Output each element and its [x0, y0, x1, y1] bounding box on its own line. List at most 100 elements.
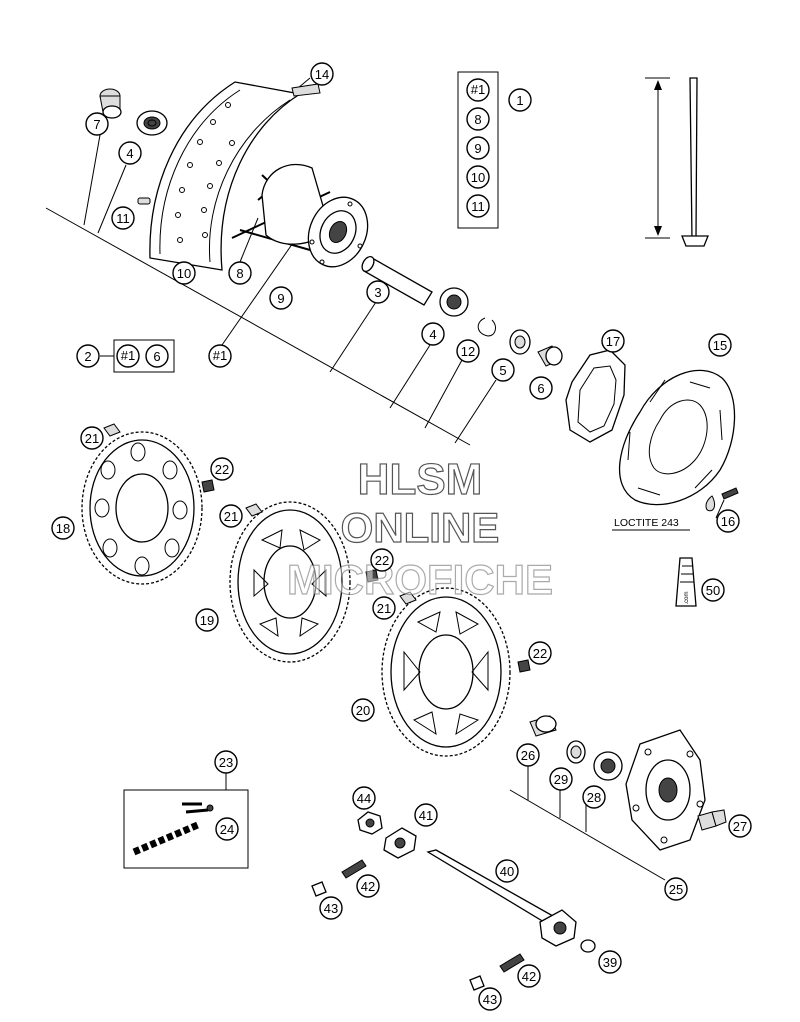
- callout-21-c: 21: [372, 596, 396, 620]
- chain-adjuster-41: [383, 827, 417, 859]
- spoke-dimension: [645, 77, 709, 247]
- svg-text:5: 5: [499, 363, 506, 378]
- svg-text:21: 21: [85, 431, 99, 446]
- callout-44: 44: [352, 786, 376, 810]
- svg-text:10: 10: [471, 170, 485, 185]
- leader-lines: [45, 77, 725, 881]
- nut-22-c: [517, 659, 531, 673]
- watermark-line2: ONLINE: [341, 504, 500, 551]
- svg-text:#1: #1: [471, 82, 485, 97]
- callout-20: 20: [351, 698, 375, 722]
- callout-11: 11: [111, 206, 135, 230]
- svg-text:26: 26: [521, 748, 535, 763]
- watermark-line3: MICROFICHE: [287, 556, 553, 603]
- svg-text:21: 21: [377, 601, 391, 616]
- svg-text:27: 27: [733, 819, 747, 834]
- callout-15: 15: [708, 333, 732, 357]
- seal-5: [509, 329, 531, 355]
- adjuster-nut-43-a: [311, 881, 327, 897]
- svg-text:6: 6: [537, 381, 544, 396]
- callout-6: 6: [529, 376, 553, 400]
- sprocket-19: [229, 501, 351, 663]
- svg-text:1: 1: [516, 93, 523, 108]
- svg-text:22: 22: [533, 646, 547, 661]
- svg-text:44: 44: [357, 791, 371, 806]
- callout-box2-h1: #1: [116, 344, 140, 368]
- screw-11: [137, 197, 151, 205]
- svg-text:25: 25: [669, 882, 683, 897]
- callout-10: 10: [172, 261, 196, 285]
- bearing-4-right: [439, 287, 469, 317]
- callout-9: 9: [269, 286, 293, 310]
- spacer-7: [99, 88, 122, 119]
- callout-3: 3: [366, 280, 390, 304]
- svg-text:42: 42: [361, 879, 375, 894]
- callout-16: 16: [716, 509, 740, 533]
- callout-25: 25: [664, 877, 688, 901]
- svg-text:24: 24: [220, 822, 234, 837]
- nut-22-a: [201, 479, 215, 493]
- callout-21-b: 21: [219, 504, 243, 528]
- callout-43-b: 43: [478, 987, 502, 1011]
- callout-24: 24: [215, 817, 239, 841]
- callout-12: 12: [456, 339, 480, 363]
- bolt-21-a: [103, 423, 121, 437]
- svg-text:9: 9: [474, 141, 481, 156]
- callout-22-b: 22: [370, 548, 394, 572]
- chain-kit-box: [123, 789, 249, 869]
- svg-text:8: 8: [236, 266, 243, 281]
- svg-text:#1: #1: [121, 348, 135, 363]
- adjuster-bolt-42-b: [499, 953, 525, 973]
- svg-text:43: 43: [324, 901, 338, 916]
- assembly-box-1: [457, 71, 499, 229]
- sprocket-carrier-25: [625, 729, 706, 851]
- callout-43-a: 43: [319, 896, 343, 920]
- svg-text:15: 15: [713, 338, 727, 353]
- callout-41: 41: [414, 803, 438, 827]
- callout-18: 18: [51, 516, 75, 540]
- screw-16: [705, 487, 739, 512]
- svg-text:7: 7: [93, 117, 100, 132]
- callout-box2-6: 6: [145, 344, 169, 368]
- callout-26: 26: [516, 743, 540, 767]
- callout-28: 28: [582, 785, 606, 809]
- nut-44: [357, 811, 383, 835]
- callout-42-b: 42: [517, 964, 541, 988]
- svg-text:17: 17: [606, 334, 620, 349]
- callout-17: 17: [601, 329, 625, 353]
- adjuster-bolt-42-a: [341, 859, 367, 879]
- svg-text:22: 22: [375, 553, 389, 568]
- svg-text:9: 9: [277, 291, 284, 306]
- rim-part: [149, 81, 321, 271]
- svg-text:11: 11: [471, 199, 485, 214]
- damper-27: [697, 809, 727, 831]
- callout-21-a: 21: [80, 426, 104, 450]
- rear-axle-40: [426, 849, 577, 947]
- svg-text:42: 42: [522, 969, 536, 984]
- svg-text:29: 29: [554, 772, 568, 787]
- callout-8: 8: [228, 261, 252, 285]
- svg-text:23: 23: [219, 755, 233, 770]
- svg-text:18: 18: [56, 521, 70, 536]
- callout-23: 23: [214, 750, 238, 774]
- callout-7: 7: [85, 112, 109, 136]
- callout-h1: #1: [208, 344, 232, 368]
- callout-50: 50: [701, 578, 725, 602]
- spacer-6: [537, 345, 563, 367]
- svg-text:40: 40: [500, 864, 514, 879]
- svg-text:41: 41: [419, 808, 433, 823]
- watermark: HLSM ONLINE MICROFICHE: [286, 454, 553, 603]
- bearing-4-left: [136, 110, 168, 136]
- callout-4-left: 4: [118, 141, 142, 165]
- svg-text:12: 12: [461, 344, 475, 359]
- callout-box1-8: 8: [466, 107, 490, 131]
- callout-27: 27: [728, 814, 752, 838]
- disc-carrier-17: [565, 349, 626, 443]
- tube-label: .com: [684, 591, 690, 604]
- nut-22-b: [365, 569, 379, 583]
- bolt-21-c: [399, 591, 417, 605]
- axle-tube-3: [361, 255, 433, 306]
- loctite-note: LOCTITE 243: [612, 517, 690, 531]
